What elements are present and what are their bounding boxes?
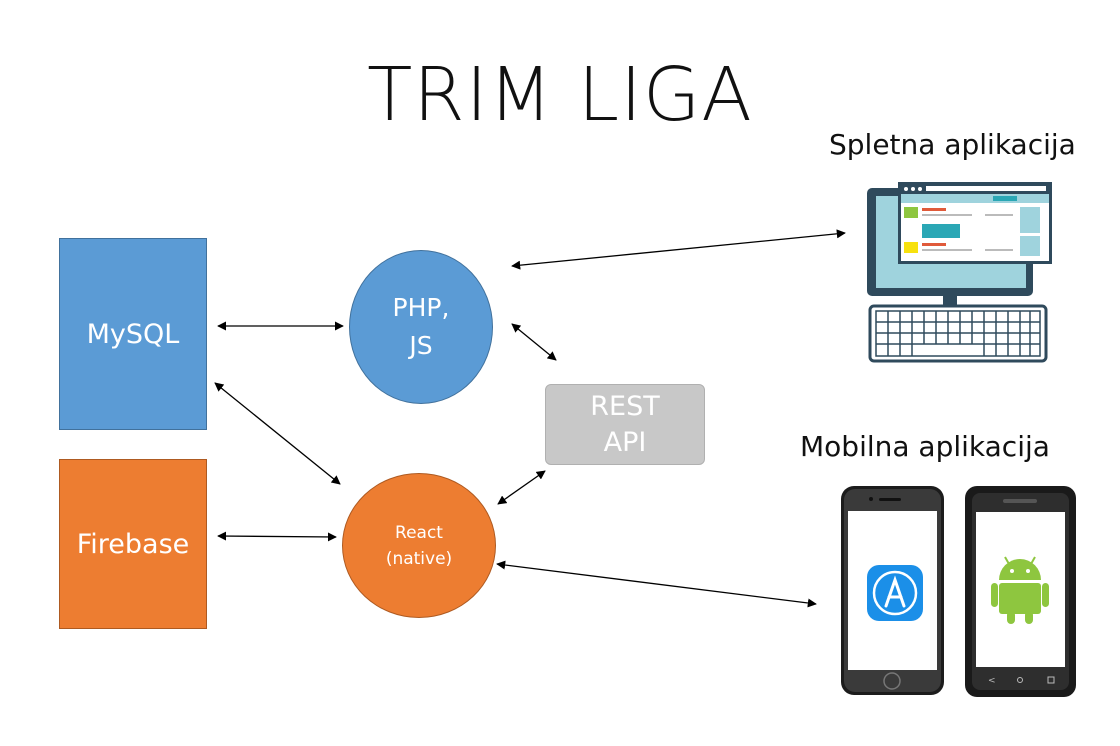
- iphone-app-store-icon: [841, 486, 944, 695]
- react-label-line2: (native): [385, 548, 453, 569]
- arrow-firebase-react: [217, 531, 337, 542]
- svg-text:<: <: [988, 676, 996, 686]
- php-label-line1: PHP,: [392, 293, 450, 322]
- mysql-node: MySQL: [59, 238, 207, 430]
- react-label-line1: React: [395, 522, 443, 543]
- mobile-app-label: Mobilna aplikacija: [800, 430, 1050, 463]
- mysql-label: MySQL: [86, 318, 180, 350]
- desktop-computer-icon: [867, 182, 1052, 363]
- rest-label-line1: REST: [590, 390, 660, 422]
- arrow-react-mobile: [496, 560, 817, 608]
- php-label-line2: JS: [409, 331, 433, 360]
- arrow-php-rest: [511, 323, 557, 361]
- firebase-node: Firebase: [59, 459, 207, 629]
- arrow-mysql-react: [214, 382, 341, 485]
- php-js-node: PHP, JS: [349, 250, 493, 404]
- firebase-label: Firebase: [76, 528, 190, 560]
- react-native-node: React (native): [342, 473, 496, 618]
- arrow-react-rest: [497, 470, 546, 505]
- android-phone-icon: <: [965, 486, 1076, 697]
- arrow-php-web: [511, 229, 846, 270]
- diagram-title: TRIM LIGA: [367, 52, 753, 138]
- web-app-label: Spletna aplikacija: [829, 128, 1076, 161]
- rest-label-line2: API: [603, 426, 647, 458]
- rest-api-node: REST API: [545, 384, 705, 465]
